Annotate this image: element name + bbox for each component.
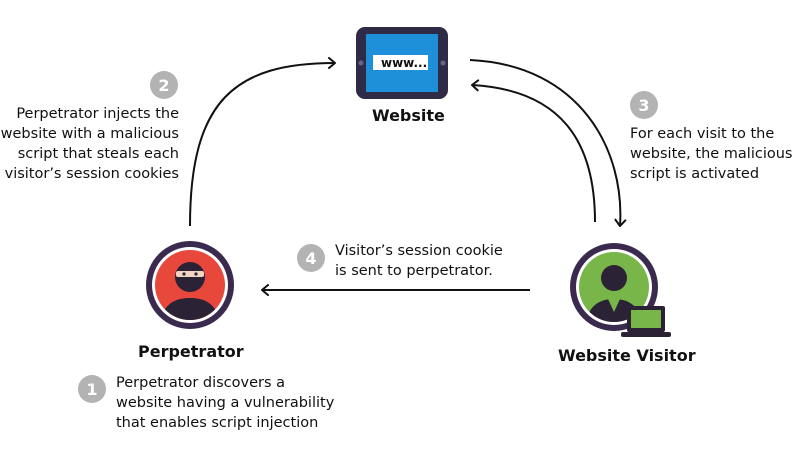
step-2-text: Perpetrator injects the website with a m…	[1, 104, 179, 184]
arrow-perpetrator-to-website	[189, 57, 336, 227]
step-1-text: Perpetrator discovers a website having a…	[116, 373, 334, 433]
url-bar	[373, 55, 428, 70]
step-3-badge: 3	[630, 91, 658, 119]
step-2-line: visitor’s session cookies	[4, 166, 179, 182]
arrow-visitor-to-website	[471, 79, 596, 223]
step-4-line: Visitor’s session cookie	[335, 243, 503, 259]
website-label: Website	[372, 106, 445, 125]
step-2-line: website with a malicious	[0, 126, 179, 142]
step-2-line: Perpetrator injects the	[16, 106, 179, 122]
perpetrator-avatar-icon	[146, 241, 234, 329]
website-visitor-label: Website Visitor	[558, 346, 696, 365]
step-4-badge: 4	[297, 244, 325, 272]
step-1-line: Perpetrator discovers a	[116, 375, 286, 391]
step-1-line: website having a vulnerability	[116, 395, 335, 411]
step-3-text: For each visit to the website, the malic…	[630, 124, 792, 184]
perpetrator-label: Perpetrator	[138, 342, 244, 361]
tablet-icon: www...	[356, 27, 448, 99]
step-4-line: is sent to perpetrator.	[335, 263, 493, 279]
step-3-line: website, the malicious	[630, 146, 793, 162]
laptop-icon	[621, 306, 671, 337]
step-3-line: For each visit to the	[630, 126, 775, 142]
step-2-badge: 2	[150, 71, 178, 99]
arrow-website-to-visitor	[469, 59, 627, 227]
step-1-badge: 1	[78, 375, 106, 403]
step-3-line: script is activated	[630, 166, 760, 182]
step-1-line: that enables script injection	[116, 415, 319, 431]
website-screen-text: www...	[381, 56, 427, 70]
step-4-text: Visitor’s session cookie is sent to perp…	[335, 241, 503, 281]
step-2-line: script that steals each	[17, 146, 179, 162]
